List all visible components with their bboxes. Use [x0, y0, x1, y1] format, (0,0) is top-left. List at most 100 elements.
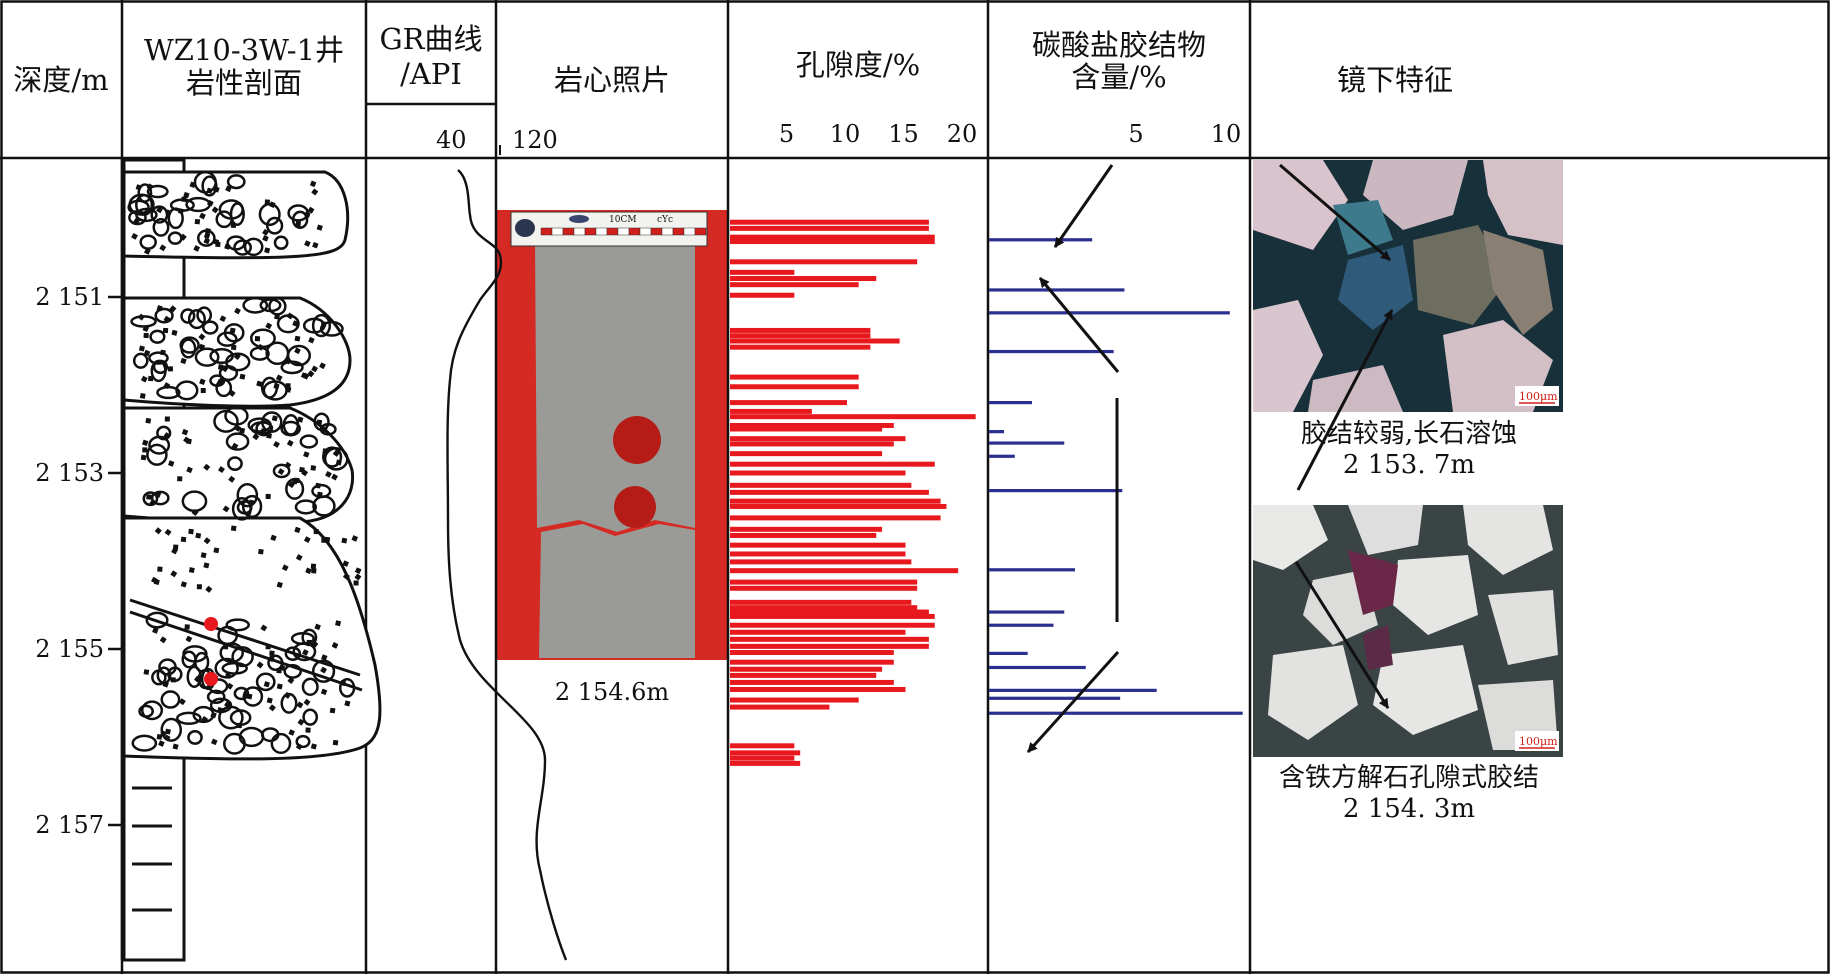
header-depth: 深度/m: [13, 63, 109, 97]
porosity-bar: [730, 414, 976, 420]
gr-scale: 40 120: [436, 126, 558, 155]
carbonate-bar: [989, 288, 1125, 292]
porosity-bar: [730, 622, 935, 628]
core-scale-brand: cYc: [657, 215, 673, 225]
sample-point: [204, 617, 218, 631]
carbonate-bar: [989, 688, 1157, 692]
porosity-bar: [730, 276, 877, 282]
porosity-bar: [730, 750, 801, 756]
carbonate-scale: 5 10: [1128, 120, 1241, 148]
depth-tick-label: 2 151: [35, 283, 104, 311]
header-gr-line1: GR曲线: [379, 22, 483, 56]
carbonate-bar: [989, 441, 1065, 445]
porosity-bar: [730, 672, 877, 678]
porosity-bar: [730, 441, 894, 447]
thin-section-photo-1: 100μm: [1253, 160, 1563, 412]
carbonate-bar: [989, 696, 1121, 700]
carbonate-bar: [989, 651, 1028, 655]
header-porosity: 孔隙度/%: [795, 48, 921, 82]
header-gr-line2: /API: [400, 57, 462, 91]
porosity-bars: [730, 219, 976, 766]
porosity-bar: [730, 636, 929, 642]
core-scale-bar: 10CM cYc: [510, 211, 708, 247]
porosity-tick-label: 20: [947, 120, 978, 148]
porosity-bar: [730, 542, 906, 548]
porosity-bar: [730, 629, 906, 635]
core-photo-caption: 2 154.6m: [554, 678, 670, 706]
porosity-bar: [730, 609, 929, 615]
carbonate-trend-arrow: [1294, 561, 1390, 709]
porosity-bar: [730, 605, 918, 611]
porosity-bar: [730, 374, 859, 380]
carbonate-tick-label: 5: [1128, 120, 1143, 148]
porosity-bar: [730, 568, 959, 574]
porosity-bar: [730, 643, 929, 649]
carbonate-tick-label: 10: [1211, 120, 1242, 148]
porosity-bar: [730, 422, 894, 428]
porosity-bar: [730, 461, 935, 467]
carbonate-bars: [989, 238, 1243, 715]
header-carbonate-line1: 碳酸盐胶结物: [1031, 28, 1206, 62]
porosity-bar: [730, 498, 941, 504]
core-photo: 10CM cYc: [497, 210, 727, 660]
porosity-bar: [730, 426, 883, 432]
porosity-bar: [730, 526, 883, 532]
carbonate-bar: [989, 623, 1054, 627]
porosity-bar: [730, 482, 912, 488]
porosity-bar: [730, 755, 795, 761]
carbonate-bar: [989, 430, 1005, 434]
depth-tick-label: 2 155: [35, 635, 104, 663]
porosity-bar: [730, 559, 912, 565]
gr-tick-40: 40: [436, 126, 467, 154]
sample-point: [204, 672, 218, 686]
porosity-bar: [730, 650, 894, 656]
porosity-bar: [730, 239, 935, 245]
porosity-bar: [730, 666, 883, 672]
porosity-bar: [730, 344, 871, 350]
porosity-bar: [730, 532, 877, 538]
core-sample-hole: [613, 416, 661, 464]
porosity-bar: [730, 400, 847, 406]
carbonate-bar: [989, 568, 1075, 572]
header-core-photo: 岩心照片: [553, 63, 670, 97]
porosity-bar: [730, 259, 918, 265]
porosity-bar: [730, 451, 883, 457]
core-scale-label: 10CM: [609, 215, 637, 225]
porosity-bar: [730, 613, 935, 619]
carbonate-bar: [989, 489, 1123, 493]
carbonate-bar: [989, 711, 1243, 715]
porosity-tick-label: 15: [888, 120, 919, 148]
porosity-bar: [730, 292, 795, 298]
porosity-bar: [730, 282, 859, 288]
core-rock-sample: [535, 242, 695, 658]
thin-section-scale-1: 100μm: [1519, 390, 1558, 403]
thin-section-scale-2: 100μm: [1519, 735, 1558, 748]
porosity-bar: [730, 679, 894, 685]
porosity-bar: [730, 697, 859, 703]
porosity-bar: [730, 234, 935, 240]
carbonate-bar: [989, 610, 1065, 614]
porosity-bar: [730, 659, 894, 665]
porosity-bar: [730, 585, 918, 591]
porosity-tick-label: 5: [779, 120, 794, 148]
carbonate-trend-arrow: [1279, 163, 1391, 262]
carbonate-bar: [989, 665, 1086, 670]
porosity-bar: [730, 599, 912, 605]
header-microscope: 镜下特征: [1336, 63, 1453, 97]
carbonate-bar: [989, 349, 1114, 354]
porosity-bar: [730, 338, 900, 344]
porosity-bar: [730, 470, 906, 476]
thin-section-photo-2: 100μm: [1253, 505, 1563, 757]
porosity-bar: [730, 384, 859, 390]
porosity-bar: [730, 327, 871, 333]
porosity-bar: [730, 219, 929, 225]
porosity-bar: [730, 408, 812, 414]
porosity-bar: [730, 225, 929, 231]
porosity-bar: [730, 489, 929, 495]
depth-tick-label: 2 153: [35, 459, 104, 487]
porosity-bar: [730, 743, 795, 749]
porosity-bar: [730, 503, 947, 509]
lithology-section: [122, 158, 382, 962]
